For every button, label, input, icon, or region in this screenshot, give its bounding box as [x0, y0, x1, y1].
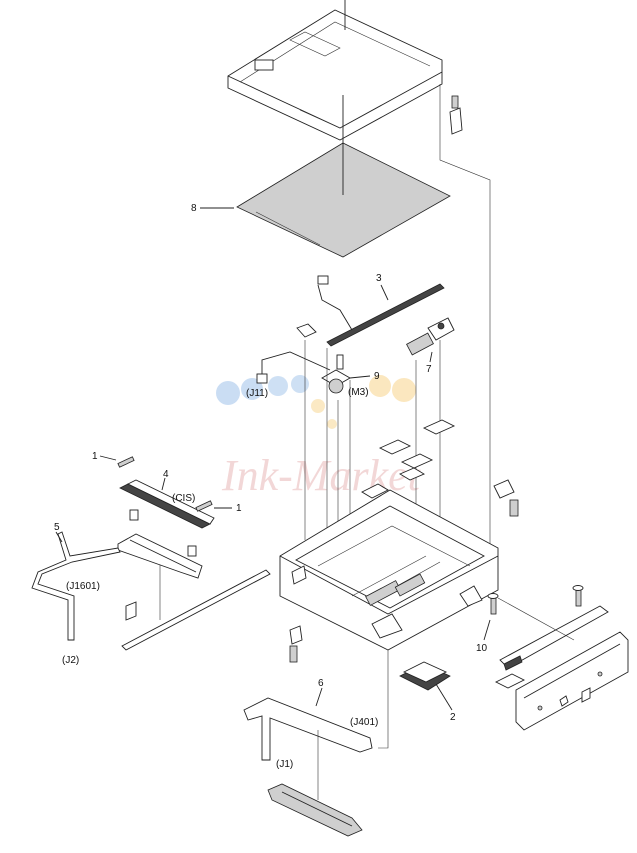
callout-4: 4	[163, 469, 169, 480]
pads	[361, 419, 456, 499]
part-7-gear-assembly: 7	[406, 317, 455, 375]
part-3-rail: 3	[326, 273, 445, 347]
part-2-tray-piece: 2	[399, 661, 456, 723]
standoffs	[289, 479, 519, 663]
watermark-dot	[241, 378, 263, 400]
callout-8: 8	[191, 203, 197, 214]
right-side-panel	[494, 631, 629, 731]
watermark-dot	[216, 381, 240, 405]
part-6-flat-cable: 6 (J401) (J1)	[243, 650, 389, 800]
callout-1b: 1	[236, 503, 242, 514]
connector-j1601: (J1601)	[66, 581, 100, 592]
scanner-base	[279, 489, 499, 651]
watermark-dot	[311, 399, 325, 413]
connector-j401: (J401)	[350, 717, 378, 728]
callout-3: 3	[376, 273, 382, 284]
part-4-cis-bar: 4 (CIS)	[119, 469, 215, 529]
watermark-dot	[268, 376, 288, 396]
connector-cis: (CIS)	[172, 493, 195, 504]
part-5-flat-cable: 5 (J1601) (J2)	[31, 522, 121, 666]
cis-carriage	[117, 509, 203, 621]
scanner-lid	[227, 0, 443, 141]
part-1-pins: 1 1	[92, 451, 242, 514]
connector-m3: (M3)	[348, 387, 369, 398]
callout-1a: 1	[92, 451, 98, 462]
guide-rod	[121, 569, 271, 651]
connector-j11: (J11)	[246, 388, 268, 399]
callout-2: 2	[450, 712, 456, 723]
watermark-dot	[369, 375, 391, 397]
connector-j2: (J2)	[62, 655, 79, 666]
callout-10: 10	[476, 643, 488, 654]
callout-5: 5	[54, 522, 60, 533]
callout-7: 7	[426, 364, 432, 375]
upper-harness	[256, 275, 353, 384]
watermark-dot	[327, 419, 337, 429]
part-10-screw: 10	[476, 593, 499, 654]
watermark-dot	[291, 375, 309, 393]
bottom-cover-strip	[267, 783, 363, 837]
callout-6: 6	[318, 678, 324, 689]
part-8-glass-sheet: 8	[191, 95, 451, 258]
hinge-part	[449, 95, 463, 135]
connector-j1: (J1)	[276, 759, 293, 770]
callout-9: 9	[374, 371, 380, 382]
watermark-dot	[392, 378, 416, 402]
right-side-rail	[497, 585, 609, 671]
part-9-motor: 9 (M3) (J11)	[246, 354, 380, 399]
